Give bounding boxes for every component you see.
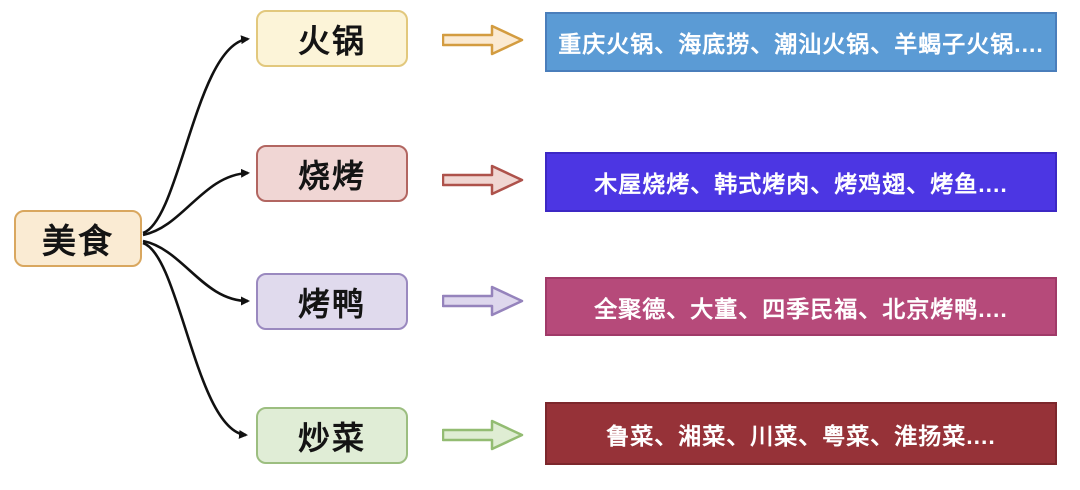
category-label: 火锅 xyxy=(297,22,366,59)
detail-text: 鲁菜、湘菜、川菜、粤菜、淮扬菜.... xyxy=(606,422,996,449)
connector-curve-duck xyxy=(142,239,250,306)
category-node-hotpot: 火锅 xyxy=(256,10,408,67)
root-node-gourmet: 美食 xyxy=(14,210,142,267)
category-node-bbq: 烧烤 xyxy=(256,145,408,202)
category-label: 烧烤 xyxy=(297,157,366,194)
block-arrow-icon xyxy=(442,419,524,451)
root-node-label: 美食 xyxy=(42,223,114,261)
connector-curve-stirfry xyxy=(142,241,248,439)
block-arrow-icon xyxy=(442,285,524,317)
category-node-duck: 烤鸭 xyxy=(256,273,408,330)
detail-text: 重庆火锅、海底捞、潮汕火锅、羊蝎子火锅.... xyxy=(558,31,1044,57)
category-label: 炒菜 xyxy=(297,419,366,456)
connector-curve-hotpot xyxy=(142,35,250,235)
detail-text: 木屋烧烤、韩式烤肉、烤鸡翅、烤鱼.... xyxy=(594,171,1008,197)
detail-box-duck: 全聚德、大董、四季民福、北京烤鸭.... xyxy=(545,277,1057,336)
connector-curve-bbq xyxy=(142,168,250,237)
detail-box-bbq: 木屋烧烤、韩式烤肉、烤鸡翅、烤鱼.... xyxy=(545,152,1057,212)
block-arrow-icon xyxy=(442,24,524,56)
block-arrow-icon xyxy=(442,164,524,196)
category-label: 烤鸭 xyxy=(297,285,366,322)
category-node-stirfry: 炒菜 xyxy=(256,407,408,464)
detail-box-hotpot: 重庆火锅、海底捞、潮汕火锅、羊蝎子火锅.... xyxy=(545,12,1057,72)
detail-text: 全聚德、大董、四季民福、北京烤鸭.... xyxy=(594,295,1008,322)
detail-box-stirfry: 鲁菜、湘菜、川菜、粤菜、淮扬菜.... xyxy=(545,402,1057,465)
